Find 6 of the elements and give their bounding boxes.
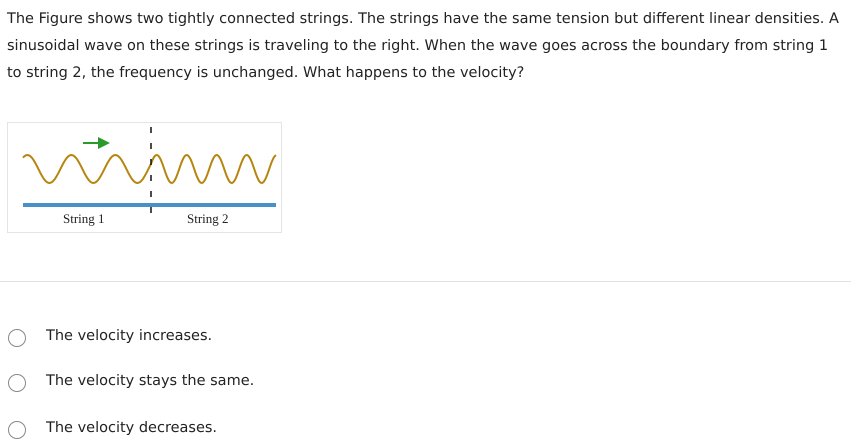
string-label: String 2 xyxy=(187,211,229,227)
question-text: The Figure shows two tightly connected strings. The strings have the same tension but different linear densities. A sinusoidal wave on these strings is traveling to the right. When the wave goes across the boundary from string 1 to string 2, the frequency is unchanged. What happens to the velocity? xyxy=(7,10,840,83)
option-text: The velocity decreases. xyxy=(46,420,218,436)
option-text: The velocity stays the same. xyxy=(46,373,254,389)
string-label: String 1 xyxy=(63,211,105,227)
option-text: The velocity increases. xyxy=(46,328,212,344)
